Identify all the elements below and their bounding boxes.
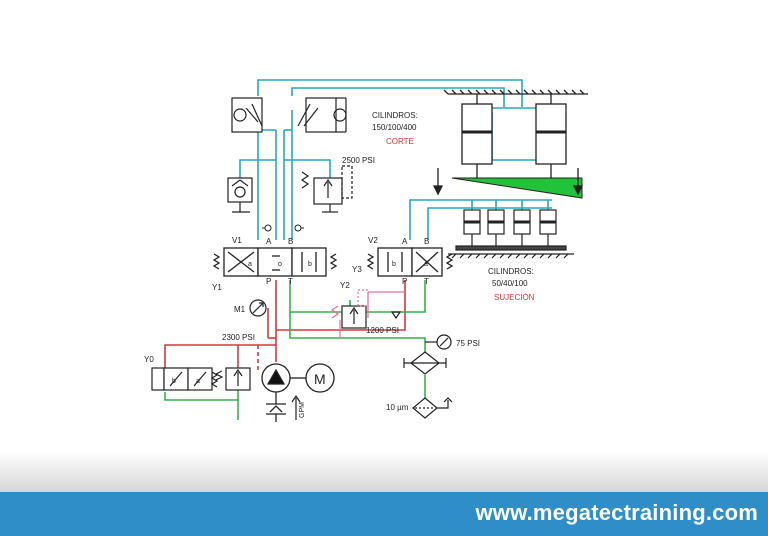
v1-port-p: P: [266, 277, 271, 286]
motion-arrows: [432, 168, 584, 196]
v2-port-b: B: [424, 237, 429, 246]
label-m1: M1: [234, 305, 246, 314]
pressure-lines: [164, 280, 406, 372]
v1-pos-a: a: [248, 261, 252, 268]
relief-valve-2500: [300, 165, 353, 213]
v1-pos-o: o: [278, 261, 282, 268]
label-y3: Y3: [352, 265, 362, 274]
directional-valve-v2: [366, 247, 454, 277]
cyl-clamp-sizes: 50/40/100: [492, 279, 528, 288]
v2-port-a: A: [402, 237, 408, 246]
v2-pos-a: a: [424, 261, 428, 268]
label-1200-psi: 1200 PSI: [366, 326, 399, 335]
filter: [412, 397, 453, 419]
label-motor: M: [314, 371, 326, 387]
v2-pos-b: b: [392, 261, 396, 268]
v1-pos-b: b: [308, 261, 312, 268]
cooler: [403, 351, 447, 375]
work-lines: [239, 79, 552, 240]
v1-port-a: A: [266, 237, 272, 246]
label-2500-psi: 2500 PSI: [342, 156, 375, 165]
hydraulic-circuit-diagram: 2500 PSI V1 A B P T a o b Y1 V2 A: [144, 79, 588, 422]
label-v2: V2: [368, 236, 378, 245]
electric-motor: [305, 363, 335, 393]
y0-pos-a: a: [196, 378, 200, 385]
pressure-reducing-valve-1200: [330, 289, 402, 329]
check-valve: [227, 177, 253, 213]
cyl-cut-title: CILINDROS:: [372, 111, 418, 120]
cyl-cut-name: CORTE: [386, 137, 414, 146]
hydraulic-pump: [261, 363, 306, 422]
flow-arrow: [291, 394, 301, 420]
label-gpm: GPM: [299, 402, 306, 418]
clamping-cylinders: [448, 209, 574, 259]
label-filter-10um: 10 µm: [386, 403, 409, 412]
flow-control-valve-right: [297, 97, 347, 133]
v2-port-t: T: [424, 277, 429, 286]
v1-port-b: B: [288, 237, 293, 246]
cutting-cylinders: [443, 89, 588, 178]
pressure-gauge-m1: [249, 299, 267, 317]
label-2300-psi: 2300 PSI: [222, 333, 255, 342]
footer-shadow: [0, 452, 768, 492]
cutting-blade: [451, 177, 583, 199]
y0-pos-b: b: [172, 378, 176, 385]
flow-control-valve-left: [231, 97, 263, 133]
label-y2: Y2: [340, 281, 350, 290]
footer-band: [0, 492, 768, 536]
pilot-check-symbols: [262, 224, 304, 232]
label-75-psi: 75 PSI: [456, 339, 480, 348]
cyl-cut-sizes: 150/100/400: [372, 123, 417, 132]
cyl-clamp-title: CILINDROS:: [488, 267, 534, 276]
footer-url[interactable]: www.megatectraining.com: [475, 500, 758, 525]
v1-port-t: T: [288, 277, 293, 286]
label-y0: Y0: [144, 355, 154, 364]
pressure-gauge-75: [425, 334, 452, 350]
label-v1: V1: [232, 236, 242, 245]
directional-valve-v1: [212, 247, 338, 277]
label-y1: Y1: [212, 283, 222, 292]
return-lines: [164, 280, 426, 420]
directional-valve-y0: [151, 367, 219, 391]
cyl-clamp-name: SUJECIÓN: [494, 293, 535, 302]
v2-port-p: P: [402, 277, 407, 286]
relief-valve-2300: [214, 367, 251, 391]
